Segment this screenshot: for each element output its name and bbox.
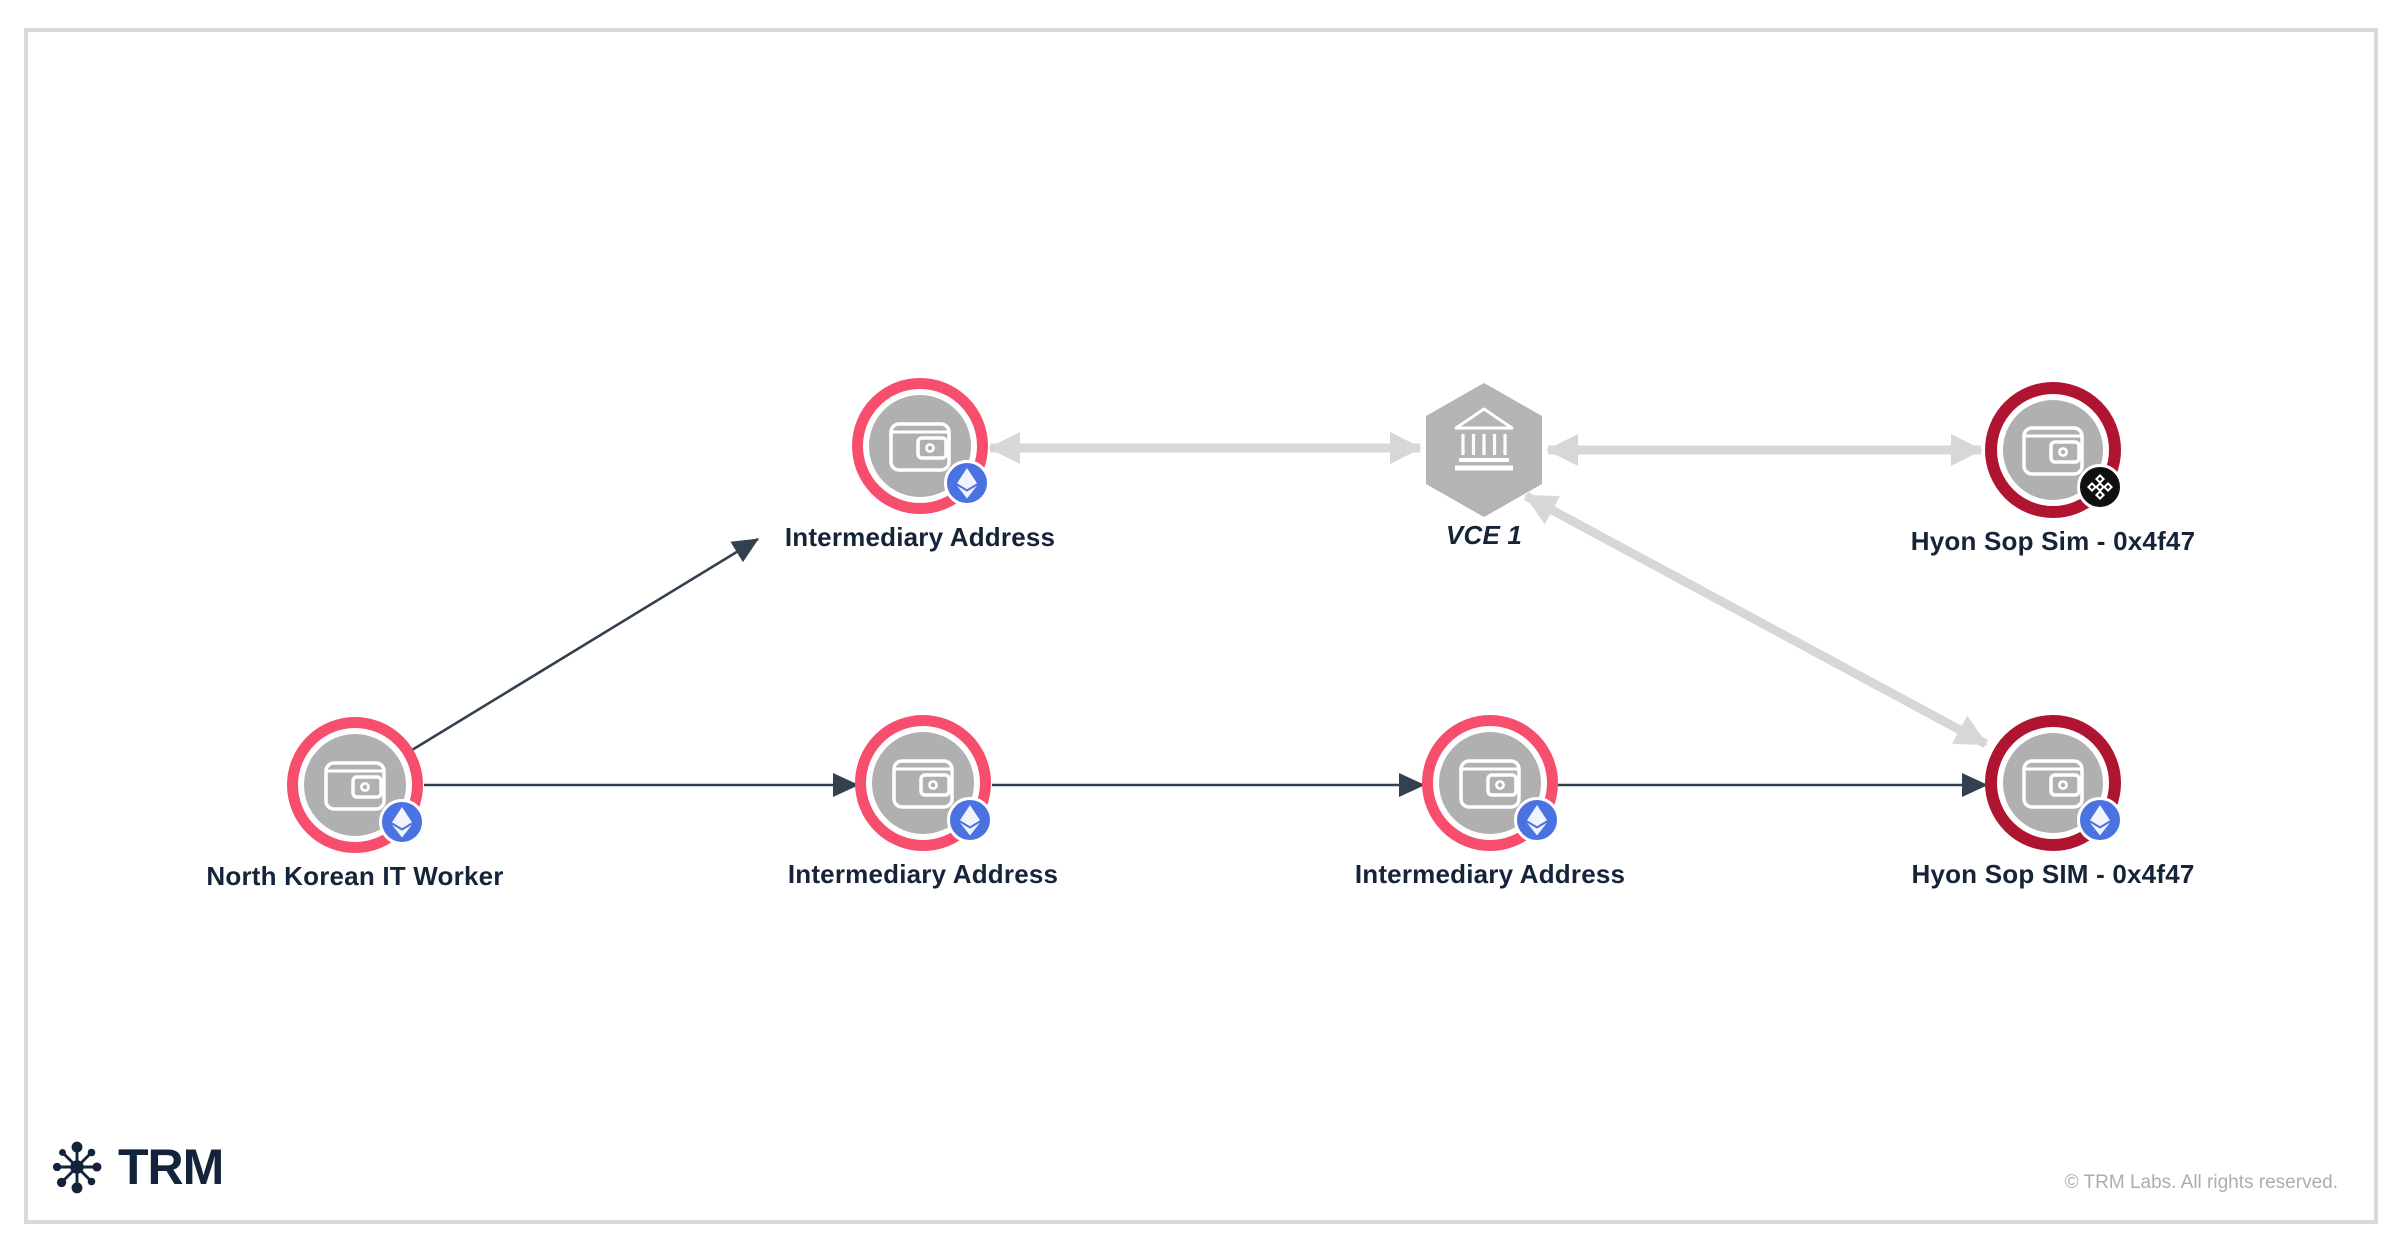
node-label: Intermediary Address (787, 859, 1059, 889)
ethereum-badge-icon (944, 460, 990, 506)
edge-nkworker-intermediary-top[interactable] (411, 537, 759, 752)
wallet-icon (2022, 759, 2084, 809)
trm-logo-text: TRM (118, 1139, 224, 1195)
bnb-badge-icon (2077, 464, 2123, 510)
node-label: Hyon Sop Sim - 0x4f47 (1910, 526, 2196, 556)
wallet-icon (324, 761, 386, 811)
bank-icon (1454, 407, 1514, 471)
trm-molecule-icon (52, 1141, 102, 1194)
wallet-icon (2022, 426, 2084, 476)
ethereum-badge-icon (379, 799, 425, 845)
copyright-text: © TRM Labs. All rights reserved. (2064, 1172, 2338, 1193)
trm-logo: TRM (48, 1138, 224, 1196)
ethereum-badge-icon (2077, 797, 2123, 843)
node-label: Intermediary Address (1354, 859, 1626, 889)
ethereum-badge-icon (1514, 797, 1560, 843)
node-label: Intermediary Address (784, 522, 1056, 552)
wallet-icon (892, 759, 954, 809)
node-label: North Korean IT Worker (206, 861, 504, 891)
node-label: VCE 1 (1445, 520, 1523, 550)
wallet-icon (1459, 759, 1521, 809)
edge-vce1-hyonsop-bottom[interactable] (1523, 492, 1989, 748)
wallet-icon (889, 422, 951, 472)
node-label: Hyon Sop SIM - 0x4f47 (1911, 859, 2195, 889)
ethereum-badge-icon (947, 797, 993, 843)
